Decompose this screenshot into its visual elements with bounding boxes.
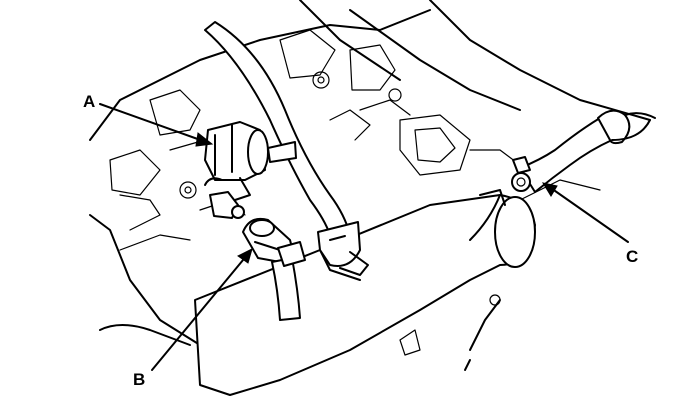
callout-label-b: B	[133, 370, 145, 389]
connector-a	[204, 121, 297, 201]
leader-lines	[99, 103, 629, 371]
engine-block-lineart	[89, 0, 651, 346]
sensor-connector	[204, 177, 245, 219]
intake-manifold	[194, 189, 536, 396]
fitting-b	[242, 217, 306, 321]
callout-label-a: A	[83, 92, 95, 111]
vacuum-hose	[204, 21, 369, 276]
hose-c	[511, 109, 656, 193]
callout-label-c: C	[626, 247, 638, 266]
